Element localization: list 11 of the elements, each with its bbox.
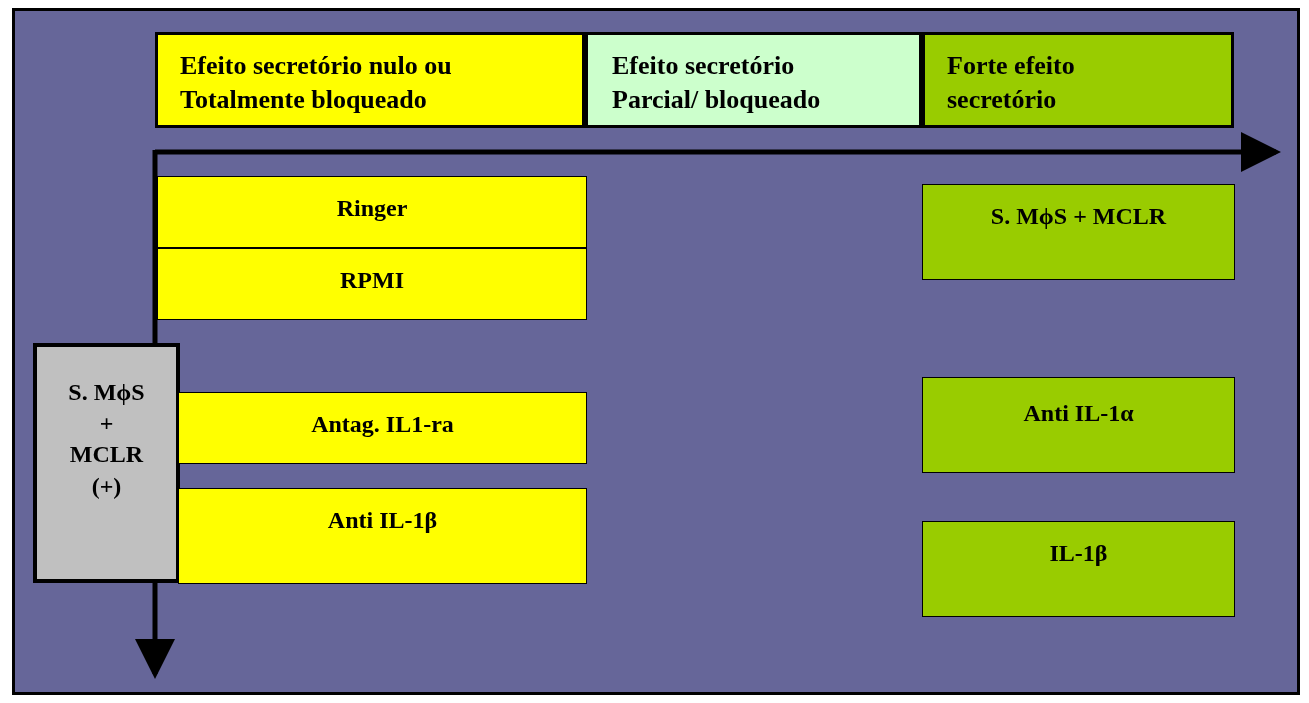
treatment-box: Anti IL-1β (178, 488, 587, 584)
category-header: Forte efeito secretório (922, 32, 1234, 128)
treatment-box: Antag. IL1-ra (178, 392, 587, 464)
treatment-box: Ringer (157, 176, 587, 248)
category-header: Efeito secretório Parcial/ bloqueado (585, 32, 922, 128)
treatment-box: S. MϕS + MCLR (922, 184, 1235, 280)
treatment-box: RPMI (157, 248, 587, 320)
treatment-box: Anti IL-1α (922, 377, 1235, 473)
category-header: Efeito secretório nulo ou Totalmente bloqueado (155, 32, 585, 128)
treatment-box: IL-1β (922, 521, 1235, 617)
control-box: S. MϕS + MCLR (+) (33, 343, 180, 583)
